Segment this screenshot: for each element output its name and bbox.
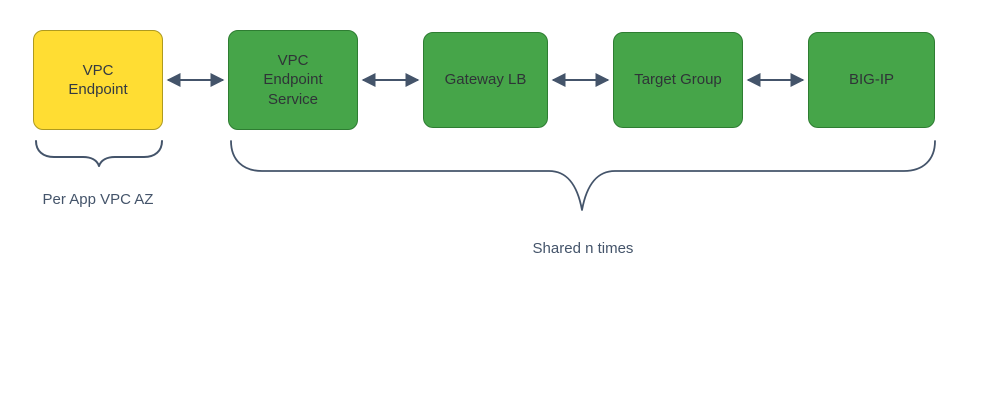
node-label: BIG-IP bbox=[848, 71, 894, 89]
node-big-ip: BIG-IP bbox=[808, 32, 935, 128]
node-label: VPC Endpoint bbox=[68, 61, 128, 99]
node-label: Gateway LB bbox=[444, 71, 527, 89]
brace-per-app bbox=[35, 140, 163, 167]
node-label: Target Group bbox=[634, 71, 722, 89]
node-vpc-endpoint: VPC Endpoint bbox=[33, 30, 163, 130]
node-label: VPC Endpoint Service bbox=[263, 51, 323, 108]
brace-shared bbox=[230, 140, 936, 211]
node-gateway-lb: Gateway LB bbox=[423, 32, 548, 128]
node-target-group: Target Group bbox=[613, 32, 743, 128]
caption-per-app-vpc-az: Per App VPC AZ bbox=[42, 191, 154, 208]
node-vpc-endpoint-service: VPC Endpoint Service bbox=[228, 30, 358, 130]
caption-shared-n-times: Shared n times bbox=[532, 240, 634, 257]
